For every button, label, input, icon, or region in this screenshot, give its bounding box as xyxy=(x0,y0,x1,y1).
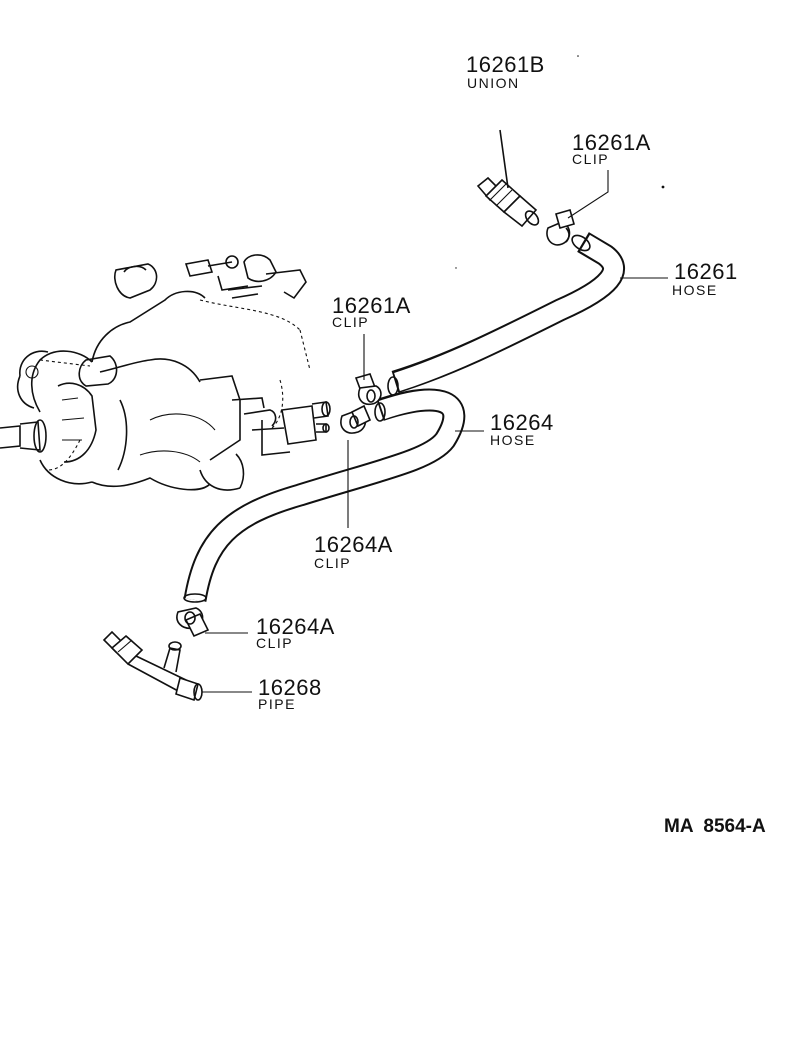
clip-16261a-mid xyxy=(354,373,382,406)
label-clip-16264a-mid: 16264A CLIP xyxy=(314,532,393,571)
part-number: 16261 xyxy=(674,259,738,284)
leader-lines xyxy=(202,170,668,693)
label-hose-16261: 16261 HOSE xyxy=(672,259,738,298)
label-hose-16264: 16264 HOSE xyxy=(490,410,554,448)
label-clip-16264a-low: 16264A CLIP xyxy=(256,614,335,651)
label-union-16261b: 16261B UNION xyxy=(466,52,545,91)
part-number: 16261A xyxy=(572,130,651,155)
clip-16264a-mid xyxy=(340,404,372,434)
label-clip-16261a-top: 16261A CLIP xyxy=(572,130,651,167)
part-name: CLIP xyxy=(332,314,369,330)
clip-16261a-top xyxy=(546,209,575,246)
reference-code: MA 8564-A xyxy=(664,816,766,837)
pipe-16268 xyxy=(102,630,203,702)
stray-dot xyxy=(661,185,665,189)
part-name: CLIP xyxy=(572,151,609,167)
union-16261b xyxy=(476,129,540,228)
part-number: 16264A xyxy=(256,614,335,639)
part-number: 16264A xyxy=(314,532,393,557)
part-name: CLIP xyxy=(256,635,293,651)
label-clip-16261a-mid: 16261A CLIP xyxy=(332,293,411,330)
part-name: HOSE xyxy=(672,282,718,298)
stray-dot xyxy=(455,267,457,269)
part-number: 16261B xyxy=(466,52,545,77)
part-name: UNION xyxy=(467,75,520,91)
part-number: 16264 xyxy=(490,410,554,435)
stray-dot xyxy=(577,55,579,57)
injection-pump xyxy=(0,254,331,491)
part-name: HOSE xyxy=(490,432,536,448)
hose-16261 xyxy=(387,232,625,396)
part-number: 16261A xyxy=(332,293,411,318)
part-name: CLIP xyxy=(314,555,351,571)
part-name: PIPE xyxy=(258,696,296,712)
clip-16264a-low xyxy=(176,607,210,638)
hose-16264 xyxy=(183,388,466,603)
part-number: 16268 xyxy=(258,675,322,700)
label-pipe-16268: 16268 PIPE xyxy=(258,675,322,712)
